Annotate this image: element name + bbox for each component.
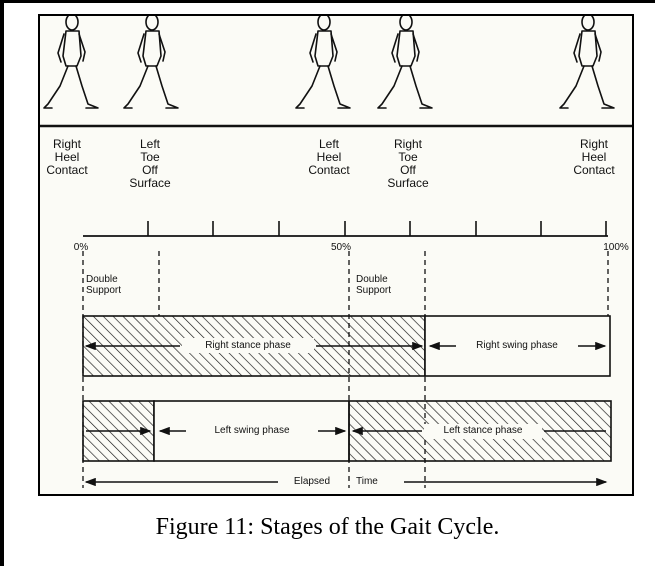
- event-label-left-heel-contact: Left Heel Contact: [308, 137, 350, 177]
- right-stance-label-bg: [182, 338, 314, 353]
- left-swing-phase-label: Left swing phase: [214, 425, 290, 436]
- figure-caption: Figure 11: Stages of the Gait Cycle.: [155, 514, 500, 540]
- left-stance-phase-label: Left stance phase: [443, 425, 523, 436]
- scale-label-end: 100%: [603, 242, 629, 253]
- gait-diagram-svg: [40, 16, 632, 488]
- right-swing-phase-label: Right swing phase: [476, 340, 558, 351]
- right-stance-phase-label: Right stance phase: [205, 340, 291, 351]
- walker-figure-5: [559, 16, 615, 109]
- event-label-left-toe-off: Left Toe Off Surface: [129, 137, 171, 190]
- walker-figure-1: [43, 16, 99, 109]
- walker-figure-2: [123, 16, 179, 109]
- scale-label-start: 0%: [73, 242, 89, 253]
- event-label-right-heel-contact-end: Right Heel Contact: [573, 137, 615, 177]
- left-stance-label-bg: [424, 424, 542, 439]
- double-support-label-2: Double Support: [356, 274, 392, 296]
- event-label-right-toe-off: Right Toe Off Surface: [387, 137, 429, 190]
- elapsed-label: Elapsed: [293, 476, 331, 487]
- scale-label-mid: 50%: [330, 242, 351, 253]
- event-label-right-heel-contact: Right Heel Contact: [46, 137, 88, 177]
- walker-figure-3: [295, 16, 351, 109]
- gait-cycle-figure: Right Heel Contact Left Toe Off Surface …: [38, 14, 634, 496]
- time-label: Time: [356, 476, 378, 487]
- double-support-label-1: Double Support: [86, 274, 122, 296]
- walker-figure-4: [377, 16, 433, 109]
- timeline-ticks: [147, 221, 607, 236]
